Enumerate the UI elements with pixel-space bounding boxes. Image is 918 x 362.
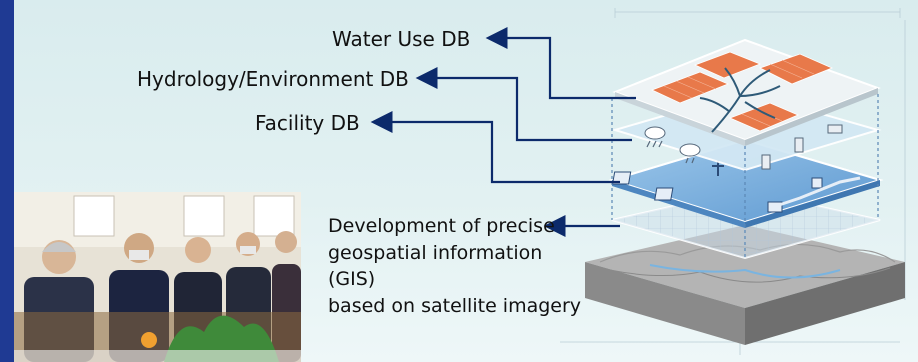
gis-line-1: Development of precise bbox=[328, 215, 555, 237]
water-use-db-label: Water Use DB bbox=[332, 27, 471, 51]
gis-description: Development of precise geospatial inform… bbox=[328, 213, 581, 319]
meeting-photo bbox=[14, 192, 301, 362]
label-connectors bbox=[370, 27, 636, 237]
gis-line-4: based on satellite imagery bbox=[328, 294, 582, 317]
layer-connectors bbox=[611, 94, 879, 258]
left-accent-bar bbox=[0, 0, 14, 362]
gis-line-3: (GIS) bbox=[328, 268, 376, 290]
blueprint-lines bbox=[560, 8, 906, 355]
facility-db-label: Facility DB bbox=[255, 111, 360, 135]
water-use-layer bbox=[612, 38, 881, 146]
hydrology-environment-db-label: Hydrology/Environment DB bbox=[137, 67, 409, 91]
gis-line-2: geospatial information bbox=[328, 241, 543, 264]
